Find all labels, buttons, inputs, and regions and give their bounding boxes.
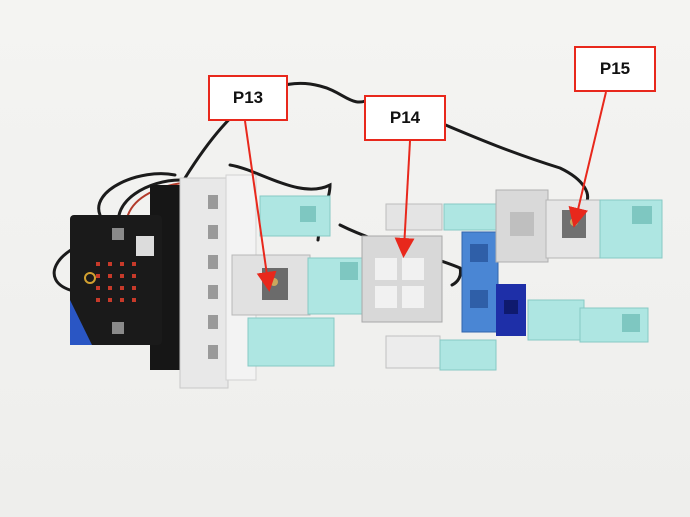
lower-finger-blocks xyxy=(527,299,649,343)
blue-blocks xyxy=(461,231,526,336)
label-p15: P15 xyxy=(574,46,656,92)
label-p13: P13 xyxy=(208,75,288,121)
label-p14: P14 xyxy=(364,95,446,141)
palm-blocks xyxy=(231,195,367,367)
